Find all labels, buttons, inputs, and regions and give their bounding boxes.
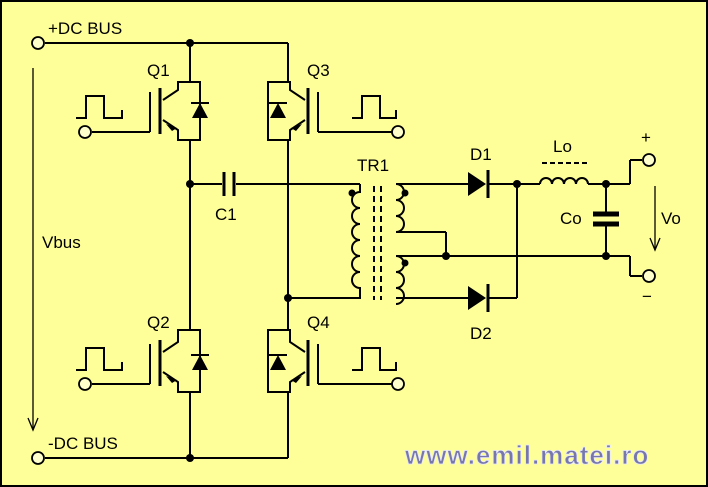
switch-q1 <box>76 81 209 141</box>
junction-dot <box>602 252 610 260</box>
left-leg-wires <box>186 43 194 458</box>
transformer-tr1 <box>288 183 409 305</box>
switch-q4 <box>267 329 405 393</box>
plus-label: + <box>641 128 651 147</box>
output-wiring <box>396 183 630 299</box>
pos-bus-label: +DC BUS <box>48 19 122 38</box>
vbus-arrow <box>27 68 39 432</box>
capacitor-c1 <box>190 172 360 196</box>
vo-label: Vo <box>661 209 681 228</box>
right-leg-wires <box>284 140 292 330</box>
neg-bus-terminal <box>31 451 45 465</box>
junction-dot <box>513 180 521 188</box>
output-pos-terminal <box>642 153 656 167</box>
diode-d1 <box>468 170 540 198</box>
vo-arrow <box>649 186 661 252</box>
lo-label: Lo <box>553 137 572 156</box>
vbus-label: Vbus <box>42 233 81 252</box>
co-label: Co <box>560 209 582 228</box>
inductor-lo <box>539 160 631 188</box>
diode-d2 <box>468 180 521 312</box>
q1-label: Q1 <box>147 61 170 80</box>
capacitor-co <box>593 184 619 260</box>
q4-label: Q4 <box>307 313 330 332</box>
d2-label: D2 <box>470 324 492 343</box>
q2-label: Q2 <box>147 313 170 332</box>
watermark-text: www.emil.matei.ro <box>404 440 649 470</box>
q3-label: Q3 <box>307 61 330 80</box>
minus-label: − <box>642 287 652 306</box>
output-neg-terminal <box>642 269 656 283</box>
dc-bus-rails <box>45 39 289 462</box>
emitter-arrow <box>166 124 177 131</box>
d1-label: D1 <box>470 145 492 164</box>
switch-q2 <box>76 329 209 393</box>
neg-bus-label: -DC BUS <box>48 434 118 453</box>
junction-dot <box>442 252 450 260</box>
pos-bus-terminal <box>31 36 45 50</box>
tr1-label: TR1 <box>357 156 389 175</box>
switch-q3 <box>267 81 405 141</box>
c1-label: C1 <box>215 205 237 224</box>
